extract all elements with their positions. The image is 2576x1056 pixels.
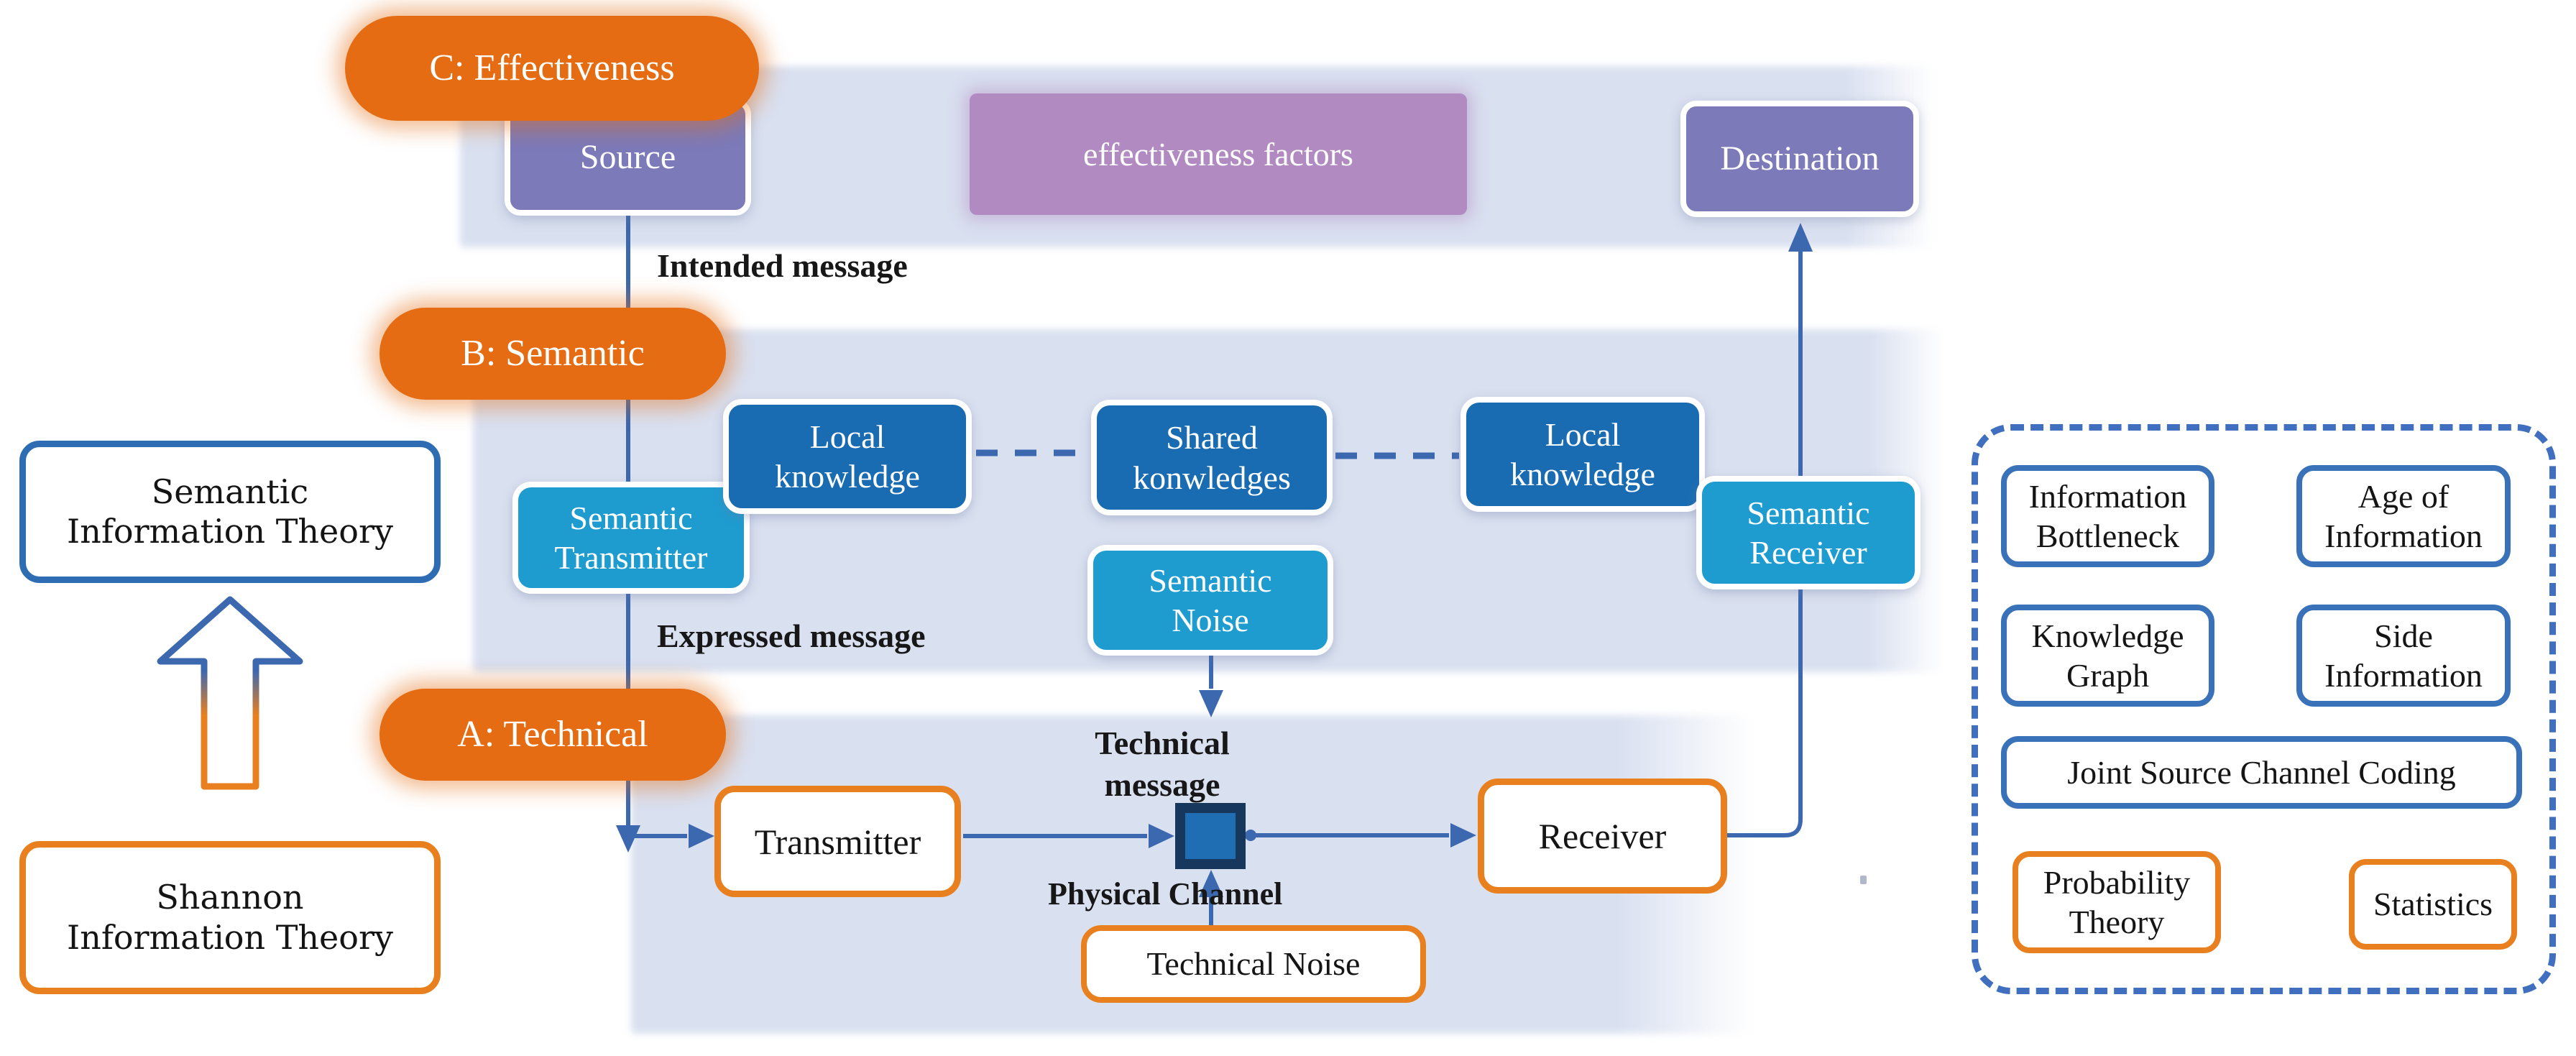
pill-b-label: B: Semantic: [461, 332, 645, 374]
semantic-information-theory-label: Semantic Information Theory: [67, 472, 393, 551]
local-knowledge-left-box: Local knowledge: [723, 399, 972, 514]
local-knowledge-left-label: Local knowledge: [775, 418, 920, 495]
destination-label: Destination: [1720, 139, 1880, 178]
semantic-transmitter-box: Semantic Transmitter: [512, 482, 750, 594]
arrow-transmitter-to-channel: [963, 824, 1174, 848]
arrow-technical-noise: [1199, 870, 1223, 925]
pill-a-label: A: Technical: [457, 713, 648, 755]
local-knowledge-right-label: Local knowledge: [1510, 415, 1655, 492]
technical-noise-box: Technical Noise: [1081, 925, 1426, 1003]
destination-box: Destination: [1680, 101, 1919, 217]
toolbox-item-label: Probability Theory: [2043, 863, 2191, 940]
toolbox-panel: [1972, 424, 2556, 994]
effectiveness-factors-box: effectiveness factors: [970, 93, 1467, 215]
toolbox-joint-source-channel-coding: Joint Source Channel Coding: [2001, 736, 2522, 809]
toolbox-item-label: Side Information: [2324, 617, 2483, 694]
semantic-noise-label: Semantic Noise: [1149, 561, 1272, 638]
theory-evolution-block-arrow: [157, 596, 303, 790]
semantic-receiver-label: Semantic Receiver: [1747, 494, 1870, 571]
physical-channel-label: Physical Channel: [1048, 876, 1283, 912]
transmitter-label: Transmitter: [754, 821, 921, 862]
semantic-noise-box: Semantic Noise: [1087, 545, 1333, 656]
shared-knowledge-label: Shared konwledges: [1133, 419, 1291, 496]
arrow-semantic-noise: [1199, 656, 1223, 717]
artifact-dot: [1860, 876, 1867, 884]
arrow-channel-to-receiver: [1245, 823, 1476, 848]
toolbox-item-label: Joint Source Channel Coding: [2067, 753, 2456, 791]
toolbox-knowledge-graph: Knowledge Graph: [2001, 605, 2214, 707]
toolbox-item-label: Statistics: [2373, 886, 2493, 923]
shannon-information-theory-label: Shannon Information Theory: [67, 878, 393, 957]
toolbox-statistics: Statistics: [2349, 859, 2517, 950]
semantic-transmitter-label: Semantic Transmitter: [554, 499, 708, 576]
technical-message-label: Technical message: [1095, 725, 1230, 803]
semantic-receiver-box: Semantic Receiver: [1696, 476, 1920, 589]
source-label: Source: [579, 137, 676, 176]
toolbox-probability-theory: Probability Theory: [2012, 851, 2221, 953]
transmitter-box: Transmitter: [714, 786, 961, 897]
physical-channel-inner: [1185, 813, 1236, 859]
pill-c-effectiveness: C: Effectiveness: [345, 16, 759, 121]
pill-c-label: C: Effectiveness: [429, 47, 675, 88]
toolbox-information-bottleneck: Information Bottleneck: [2001, 465, 2214, 567]
toolbox-item-label: Knowledge Graph: [2031, 617, 2184, 694]
effectiveness-factors-label: effectiveness factors: [1083, 135, 1353, 173]
semantic-information-theory-box: Semantic Information Theory: [19, 441, 441, 583]
intended-message-label: Intended message: [657, 247, 908, 284]
receiver-label: Receiver: [1538, 816, 1667, 856]
expressed-message-label: Expressed message: [657, 617, 926, 654]
pill-a-technical: A: Technical: [380, 689, 726, 781]
pill-b-semantic: B: Semantic: [380, 308, 726, 400]
local-knowledge-right-box: Local knowledge: [1460, 397, 1705, 512]
toolbox-side-information: Side Information: [2296, 605, 2511, 707]
technical-noise-label: Technical Noise: [1146, 945, 1361, 983]
dashed-knowledge-links: [976, 449, 1459, 459]
arrow-receiver-to-destination: [1727, 223, 1813, 837]
toolbox-item-label: Information Bottleneck: [2028, 477, 2187, 554]
toolbox-item-label: Age of Information: [2324, 477, 2483, 554]
toolbox-age-of-information: Age of Information: [2296, 465, 2511, 567]
receiver-box: Receiver: [1478, 779, 1727, 894]
shared-knowledge-box: Shared konwledges: [1091, 400, 1333, 515]
physical-channel-node: [1175, 803, 1246, 869]
shannon-information-theory-box: Shannon Information Theory: [19, 841, 441, 994]
